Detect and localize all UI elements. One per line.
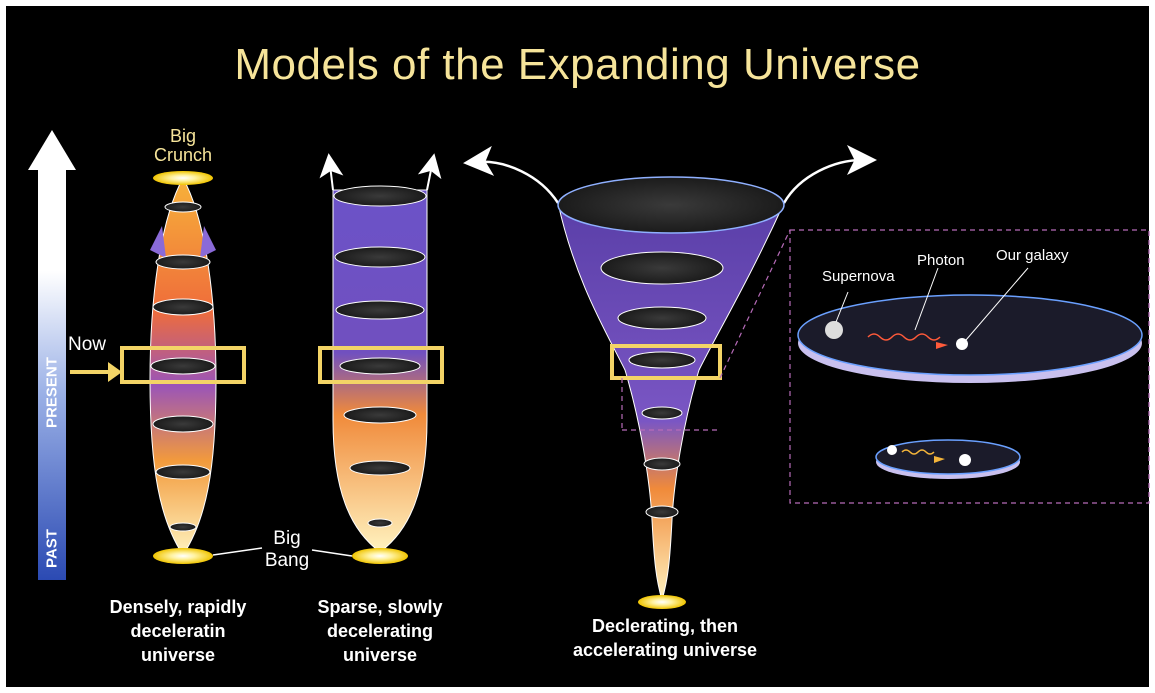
big-crunch-label: Big Crunch xyxy=(153,126,213,165)
axis-label-present: PRESENT xyxy=(43,357,61,428)
supernova-label: Supernova xyxy=(822,268,895,285)
big-bang-flash-1 xyxy=(153,548,213,564)
caption-model-2: Sparse, slowly decelerating universe xyxy=(317,597,443,665)
page-title: Models of the Expanding Universe xyxy=(234,40,921,89)
model-3-accelerating-universe xyxy=(463,145,877,609)
photon-label: Photon xyxy=(917,252,965,269)
axis-label-past: PAST xyxy=(43,529,61,568)
photon-wave-present xyxy=(867,333,941,341)
inset-panel xyxy=(789,229,1150,504)
big-bang-pointer-1 xyxy=(212,547,263,556)
big-bang-label: Big Bang xyxy=(264,528,310,571)
photon-wave-past xyxy=(901,449,935,455)
present-frame-1 xyxy=(120,346,246,384)
supernova-star xyxy=(825,321,843,339)
our-galaxy-label: Our galaxy xyxy=(996,247,1069,264)
caption-model-1: Densely, rapidly deceleratin universe xyxy=(109,597,247,665)
big-crunch-flash xyxy=(153,171,213,185)
caption-model-3: Declerating, then accelerating universe xyxy=(572,616,758,660)
axis-label-future: FUTURE xyxy=(43,196,61,257)
our-galaxy-dot xyxy=(956,338,968,350)
big-bang-flash-3 xyxy=(638,595,686,609)
now-label: Now xyxy=(68,334,107,355)
big-bang-pointer-2 xyxy=(311,549,353,557)
time-axis-arrow xyxy=(28,130,76,580)
zoom-connector-top xyxy=(719,229,791,379)
past-space-disk xyxy=(875,439,1021,475)
big-bang-flash-2 xyxy=(352,548,408,564)
model-2-sparse-universe xyxy=(318,153,444,564)
present-frame-3 xyxy=(610,344,722,380)
present-frame-2 xyxy=(318,346,444,384)
model-1-crunch-universe xyxy=(120,171,246,564)
now-arrow xyxy=(70,362,122,382)
